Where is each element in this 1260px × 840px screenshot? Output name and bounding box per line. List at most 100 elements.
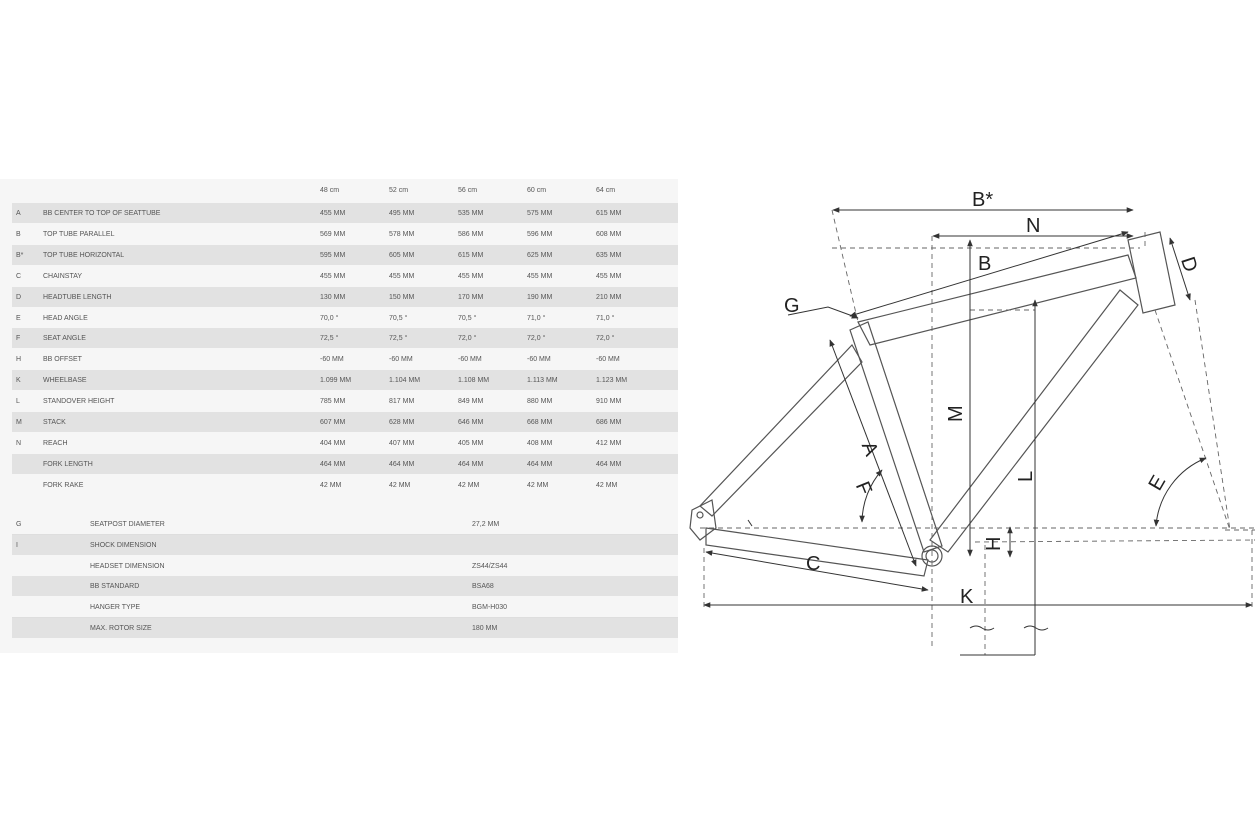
size-header: 56 cm <box>458 187 478 194</box>
row-value: 575 MM <box>527 210 553 217</box>
row-label: STACK <box>43 419 66 426</box>
spec-label: SEATPOST DIAMETER <box>90 521 165 528</box>
row-value: 42 MM <box>458 481 480 489</box>
row-label: BB OFFSET <box>43 356 82 364</box>
spec-value: BSA68 <box>472 583 494 591</box>
label-b-star: B* <box>972 189 993 211</box>
row-label: TOP TUBE HORIZONTAL <box>43 251 125 259</box>
row-code: B <box>16 230 21 238</box>
row-value: 72,5 ° <box>389 335 408 343</box>
spec-value: 27,2 MM <box>472 521 500 528</box>
row-code: N <box>16 439 22 447</box>
row-value: 586 MM <box>458 230 484 238</box>
row-value: 464 MM <box>458 460 484 468</box>
row-value: 1.099 MM <box>320 377 352 385</box>
row-value: 170 MM <box>458 293 484 301</box>
row-value: 635 MM <box>596 251 622 259</box>
row-code: C <box>16 272 22 280</box>
row-value: 412 MM <box>596 439 622 447</box>
row-label: WHEELBASE <box>43 377 87 385</box>
row-label: SEAT ANGLE <box>43 335 86 343</box>
down-tube <box>929 289 1139 553</box>
row-value: 817 MM <box>389 398 415 406</box>
rear-dropout <box>689 499 717 541</box>
row-value: 615 MM <box>596 210 622 217</box>
row-value: 578 MM <box>389 230 415 238</box>
row-value: 455 MM <box>527 272 553 280</box>
label-g: G <box>784 295 800 317</box>
spec-label: HEADSET DIMENSION <box>90 562 165 570</box>
spec-row: G SEATPOST DIAMETER 27,2 MM <box>12 514 678 535</box>
row-label: FORK LENGTH <box>43 460 93 468</box>
row-value: 628 MM <box>389 419 415 426</box>
row-value: 464 MM <box>320 460 346 468</box>
row-value: 535 MM <box>458 210 484 217</box>
row-value: 646 MM <box>458 419 484 426</box>
row-code: K <box>16 377 21 385</box>
row-value: 596 MM <box>527 230 553 238</box>
row-value: 72,0 ° <box>527 335 546 343</box>
row-value: 70,5 ° <box>458 314 477 322</box>
row-value: 1.123 MM <box>596 377 628 385</box>
row-value: 1.113 MM <box>527 377 558 385</box>
row-value: 625 MM <box>527 251 553 259</box>
spec-value: ZS44/ZS44 <box>472 562 508 570</box>
row-value: 595 MM <box>320 251 346 259</box>
row-code: F <box>16 335 21 343</box>
label-l: L <box>1015 471 1037 482</box>
row-value: 1.108 MM <box>458 377 490 385</box>
label-c: C <box>806 553 820 575</box>
row-value: 686 MM <box>596 419 622 426</box>
size-header-row: 48 cm 52 cm 56 cm 60 cm 64 cm <box>0 179 678 203</box>
row-value: 150 MM <box>389 293 415 301</box>
row-value: 70,0 ° <box>320 314 339 322</box>
row-value: 668 MM <box>527 419 553 426</box>
head-tube <box>1127 231 1176 314</box>
row-value: 42 MM <box>389 481 411 489</box>
row-value: 464 MM <box>389 460 415 468</box>
row-value: 569 MM <box>320 230 346 238</box>
row-value: 464 MM <box>527 460 553 468</box>
row-code: B* <box>16 251 24 259</box>
top-tube <box>857 254 1137 346</box>
seat-stay <box>699 344 863 517</box>
table-row: K WHEELBASE 1.099 MM 1.104 MM 1.108 MM 1.113 … <box>12 370 678 391</box>
row-value: -60 MM <box>458 356 482 364</box>
row-value: 71,0 ° <box>596 314 615 322</box>
spec-code: G <box>16 521 22 528</box>
dimension-labels: B* N B D G M L A F E C H K <box>784 189 1202 608</box>
row-label: STANDOVER HEIGHT <box>43 398 115 406</box>
label-d: D <box>1176 254 1201 275</box>
label-k: K <box>960 586 974 608</box>
spec-label: SHOCK DIMENSION <box>90 541 157 549</box>
row-value: 1.104 MM <box>389 377 421 385</box>
row-value: 455 MM <box>320 210 346 217</box>
label-a: A <box>857 438 883 459</box>
size-header: 48 cm <box>320 187 340 194</box>
construction-lines <box>700 209 1256 655</box>
row-value: 190 MM <box>527 293 553 301</box>
row-value: 72,0 ° <box>458 335 477 343</box>
row-value: 408 MM <box>527 439 553 447</box>
row-value: 495 MM <box>389 210 415 217</box>
row-value: -60 MM <box>596 356 620 364</box>
row-value: 455 MM <box>320 272 346 280</box>
row-label: FORK RAKE <box>43 481 84 489</box>
spec-label: HANGER TYPE <box>90 604 141 612</box>
size-header: 52 cm <box>389 187 409 194</box>
row-code: D <box>16 293 22 301</box>
size-header: 60 cm <box>527 187 547 194</box>
row-value: 130 MM <box>320 293 346 301</box>
frame-geometry-diagram: B* N B D G M L A F E C H K <box>689 189 1256 656</box>
row-value: 42 MM <box>320 481 342 489</box>
